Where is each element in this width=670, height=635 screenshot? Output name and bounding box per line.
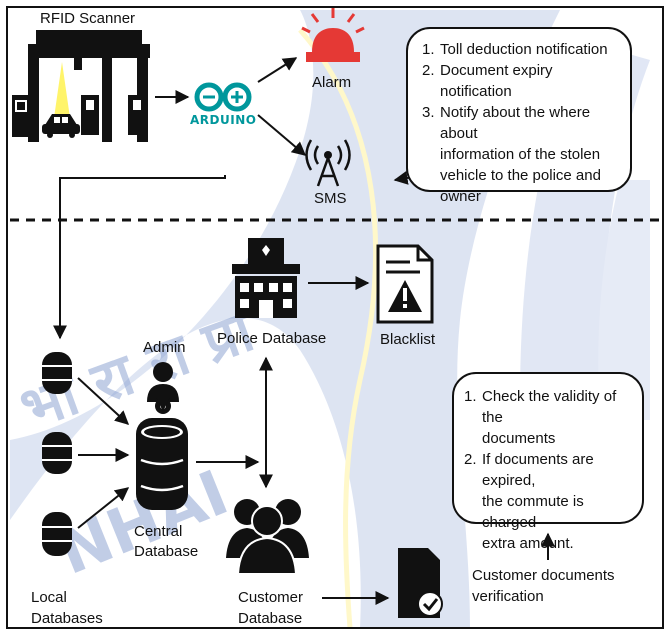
- validity-item-2: 2. If documents are expired, the commute…: [464, 451, 594, 552]
- label-alarm: Alarm: [312, 74, 352, 91]
- car-icon: [42, 114, 80, 138]
- verified-document-icon: [398, 548, 443, 618]
- rfid-scanner-icon: [12, 30, 150, 142]
- validity-list: 1. Check the validity of the documents 2…: [464, 386, 634, 554]
- customer-group-icon: [226, 499, 309, 575]
- notifications-list: 1. Toll deduction notification 2. Docume…: [422, 39, 620, 207]
- label-customer-documents-verification: Customer documents verification: [472, 567, 615, 605]
- notification-item-2: 2. Document expiry notification: [422, 62, 553, 100]
- label-admin: Admin: [143, 339, 186, 356]
- arduino-logo: [194, 82, 252, 112]
- label-sms: SMS: [314, 190, 347, 207]
- blacklist-document-icon: [376, 244, 434, 324]
- label-arduino: ARDUINO: [190, 113, 257, 127]
- label-rfid-scanner: RFID Scanner: [40, 10, 136, 27]
- diagram-frame: [6, 6, 664, 629]
- validity-item-1: 1. Check the validity of the documents: [464, 388, 617, 447]
- arrow-local1-to-central: [77, 377, 130, 425]
- scanner-beam: [54, 62, 70, 118]
- watermark-stripe-2: [598, 180, 650, 420]
- watermark-road-center: [298, 28, 379, 629]
- notifications-box: 1. Toll deduction notification 2. Docume…: [406, 27, 632, 205]
- arrow-arduino-to-alarm: [257, 57, 298, 83]
- notification-item-1: 1. Toll deduction notification: [422, 41, 608, 58]
- validity-box: 1. Check the validity of the documents 2…: [452, 372, 644, 552]
- local-database-1: [42, 352, 72, 394]
- arrow-local3-to-central: [77, 487, 130, 529]
- arrow-arduino-to-sms: [257, 114, 307, 156]
- alarm-icon: [301, 8, 365, 62]
- notification-item-3: 3. Notify about the where about informat…: [422, 104, 601, 205]
- label-central-database: Central Database: [134, 523, 199, 560]
- local-database-3: [42, 512, 72, 556]
- label-blacklist: Blacklist: [380, 331, 436, 348]
- label-local-databases: Local Databases: [31, 589, 103, 627]
- arrow-arduino-to-local-db: [53, 175, 226, 340]
- label-police-database: Police Database: [217, 330, 327, 347]
- connectors: [53, 57, 555, 605]
- label-customer-database: Customer Database: [238, 589, 304, 627]
- sms-tower-icon: [305, 139, 351, 187]
- police-station-icon: [232, 238, 300, 318]
- central-database-icon: [136, 418, 188, 510]
- local-database-2: [42, 432, 72, 474]
